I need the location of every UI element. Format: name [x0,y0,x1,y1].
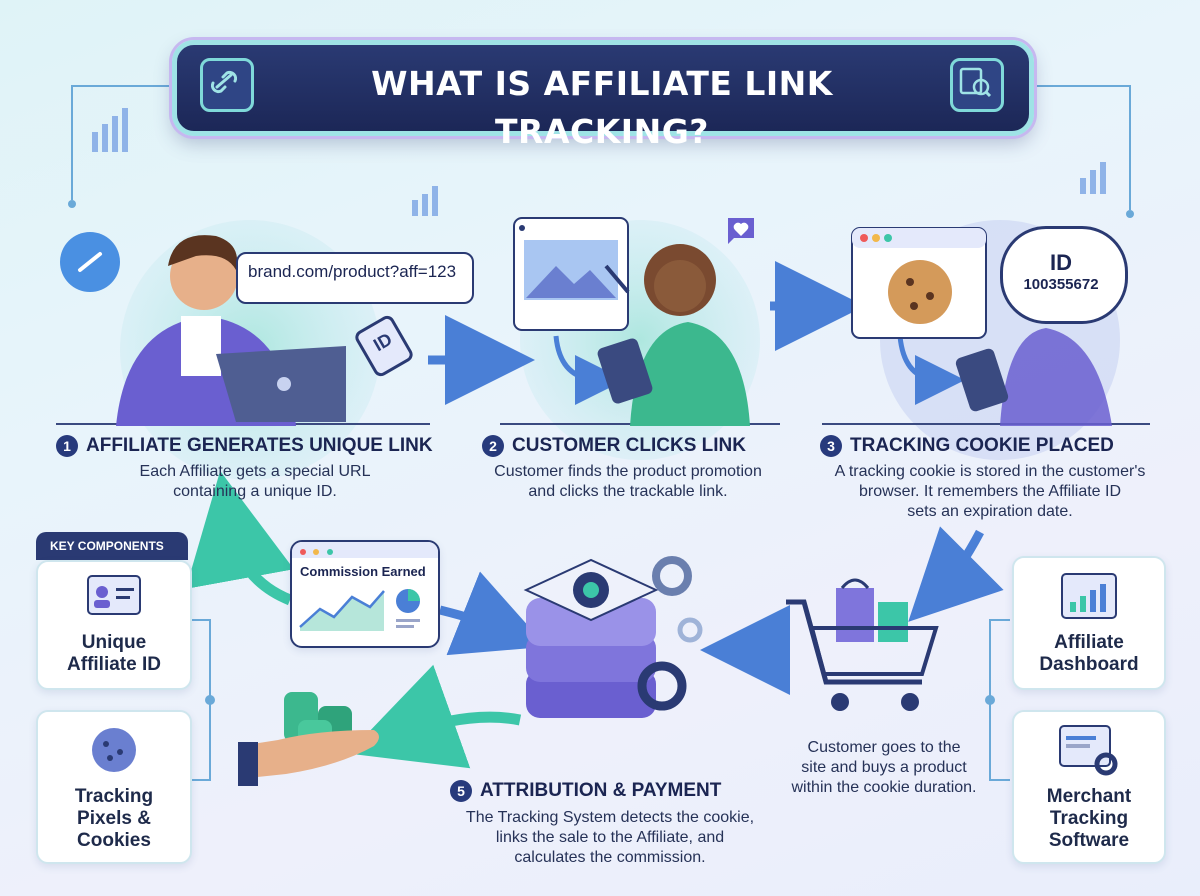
step5-desc: The Tracking System detects the cookie, … [420,808,800,868]
component-affiliate-dashboard: Affiliate Dashboard [1012,556,1166,690]
step2-desc-line1: Customer finds the product promotion [494,463,762,480]
software-gear-icon [1059,725,1118,776]
key-component-unique-id: Unique Affiliate ID [36,560,192,690]
step5-desc-line2: links the sale to the Affiliate, and [495,829,725,846]
step1-number: 1 [56,435,78,457]
commission-panel: Commission Earned [290,540,440,648]
step1-desc: Each Affiliate gets a special URL contai… [70,462,440,502]
step2-heading: 2 CUSTOMER CLICKS LINK [482,435,746,457]
step4-desc: Customer goes to the site and buys a pro… [770,738,998,798]
step5-heading: 5 ATTRIBUTION & PAYMENT [450,780,721,802]
unique-id-line2: Affiliate ID [67,654,161,675]
pixels-cookies-line1: Tracking [74,786,154,807]
merchant-line3: Software [1048,830,1130,851]
step3-desc-line3: sets an expiration date. [907,503,1073,520]
step2-title: CUSTOMER CLICKS LINK [512,435,746,456]
step5-desc-line3: calculates the commission. [514,849,706,866]
step3-desc: A tracking cookie is stored in the custo… [800,462,1180,522]
step5-number: 5 [450,780,472,802]
step3-heading: 3 TRACKING COOKIE PLACED [820,435,1114,457]
step1-desc-line2: containing a unique ID. [173,483,337,500]
cookie-id-cloud [1000,226,1128,324]
page-title: WHAT IS AFFILIATE LINK TRACKING? [371,64,833,151]
cloud-id-label: ID [1050,250,1072,275]
commission-panel-title: Commission Earned [300,564,426,579]
shopping-cart-icon [786,578,939,711]
step4-desc-line2: site and buys a product [801,759,967,776]
step1-desc-line1: Each Affiliate gets a special URL [139,463,371,480]
key-components-header: KEY COMPONENTS [36,532,188,560]
dashboard-chart-icon [1061,573,1117,619]
id-card-icon [87,575,141,615]
step3-title: TRACKING COOKIE PLACED [850,435,1114,456]
pixels-cookies-line3: Cookies [77,830,151,851]
step2-desc-line2: and clicks the trackable link. [528,483,728,500]
dashboard-line2: Dashboard [1039,654,1139,675]
component-merchant-software: Merchant Tracking Software [1012,710,1166,864]
merchant-line2: Tracking [1049,808,1129,829]
step2-number: 2 [482,435,504,457]
step3-illustration [851,227,1112,426]
step1-heading: 1 AFFILIATE GENERATES UNIQUE LINK [56,435,433,457]
merchant-line1: Merchant [1046,786,1132,807]
step3-desc-line2: browser. It remembers the Affiliate ID [858,483,1122,500]
step1-title: AFFILIATE GENERATES UNIQUE LINK [86,435,433,456]
cookie-icon [92,728,136,772]
payment-coins-icon [238,692,379,786]
unique-id-line1: Unique [81,632,147,653]
step3-number: 3 [820,435,842,457]
affiliate-url: brand.com/product?aff=123 [248,262,457,281]
step2-illustration [513,217,754,426]
commission-panel-titlebar [292,542,438,558]
link-icon [200,58,254,112]
document-search-icon [950,58,1004,112]
step2-desc: Customer finds the product promotion and… [458,462,798,502]
step5-title: ATTRIBUTION & PAYMENT [480,780,722,801]
step4-desc-line1: Customer goes to the [807,739,961,756]
step1-illustration [60,232,346,426]
step3-desc-line1: A tracking cookie is stored in the custo… [834,463,1146,480]
dashboard-line1: Affiliate [1054,632,1124,653]
cloud-id-value: 100355672 [1023,276,1099,293]
url-bubble [236,252,474,304]
commission-chart-icon [299,589,420,631]
id-tag-icon [355,315,413,377]
pixels-cookies-line2: Pixels & [77,808,151,829]
step4-desc-line3: within the cookie duration. [791,779,977,796]
key-component-pixels-cookies: Tracking Pixels & Cookies [36,710,192,864]
step5-desc-line1: The Tracking System detects the cookie, [465,809,755,826]
tracking-server-icon [523,556,703,718]
title-banner [172,40,1034,136]
